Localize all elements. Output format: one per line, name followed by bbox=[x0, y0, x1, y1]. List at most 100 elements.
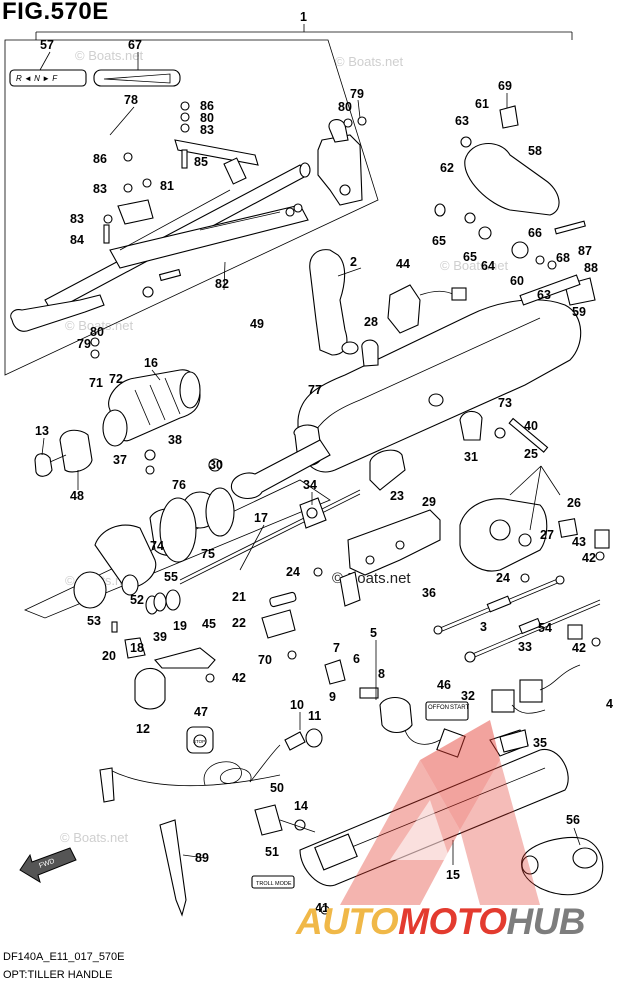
callout-17: 17 bbox=[254, 511, 268, 525]
callout-2: 2 bbox=[350, 255, 357, 269]
callout-42: 42 bbox=[232, 671, 246, 685]
callout-43: 43 bbox=[572, 535, 586, 549]
callout-73: 73 bbox=[498, 396, 512, 410]
assembly-bracket-1 bbox=[35, 24, 573, 40]
misc-fasteners bbox=[361, 339, 549, 453]
callout-49: 49 bbox=[250, 317, 264, 331]
callout-24: 24 bbox=[286, 565, 300, 579]
footer-model-code: DF140A_E11_017_570E bbox=[3, 951, 125, 963]
throttle-cam-assembly bbox=[459, 498, 610, 572]
callout-23: 23 bbox=[390, 489, 404, 503]
lower-small-parts bbox=[111, 551, 605, 915]
callout-35: 35 bbox=[533, 736, 547, 750]
callout-79: 79 bbox=[77, 337, 91, 351]
callout-80: 80 bbox=[200, 111, 214, 125]
watermark: © Boats.net bbox=[440, 258, 509, 273]
callout-83: 83 bbox=[200, 123, 214, 137]
callout-76: 76 bbox=[172, 478, 186, 492]
figure-title: FIG.570E bbox=[2, 0, 109, 25]
callout-81: 81 bbox=[160, 179, 174, 193]
label-start: START bbox=[450, 705, 469, 711]
control-bracket bbox=[339, 509, 441, 607]
callout-27: 27 bbox=[540, 528, 554, 542]
callout-1: 1 bbox=[300, 10, 307, 24]
callout-25: 25 bbox=[524, 447, 538, 461]
troll-switch: TROLL MODE bbox=[251, 804, 316, 889]
fwd-arrow: FWD bbox=[19, 847, 77, 884]
callout-63: 63 bbox=[537, 288, 551, 302]
callout-38: 38 bbox=[168, 433, 182, 447]
callout-39: 39 bbox=[153, 630, 167, 644]
callout-86: 86 bbox=[93, 152, 107, 166]
throttle-grip bbox=[102, 369, 201, 447]
control-cables bbox=[433, 575, 601, 663]
callout-58: 58 bbox=[528, 144, 542, 158]
callout-33: 33 bbox=[518, 640, 532, 654]
callout-89: 89 bbox=[195, 851, 209, 865]
callout-10: 10 bbox=[290, 698, 304, 712]
shift-link-rod bbox=[10, 139, 259, 332]
callout-6: 6 bbox=[353, 652, 360, 666]
warning-switch bbox=[387, 284, 467, 334]
shift-bracket bbox=[317, 119, 363, 206]
ignition-switch bbox=[324, 659, 466, 758]
shift-lever bbox=[309, 249, 359, 356]
callout-28: 28 bbox=[364, 315, 378, 329]
callout-74: 74 bbox=[150, 539, 164, 553]
wire-harness bbox=[491, 664, 581, 714]
callout-87: 87 bbox=[578, 244, 592, 258]
callout-80: 80 bbox=[338, 100, 352, 114]
callout-55: 55 bbox=[164, 570, 178, 584]
callout-83: 83 bbox=[70, 212, 84, 226]
callout-65: 65 bbox=[432, 234, 446, 248]
watermark: © Boats.net bbox=[65, 318, 134, 333]
callout-22: 22 bbox=[232, 616, 246, 630]
callout-63: 63 bbox=[455, 114, 469, 128]
callout-65: 65 bbox=[463, 250, 477, 264]
watermark: © Boats.net bbox=[75, 48, 144, 63]
callout-42: 42 bbox=[582, 551, 596, 565]
callout-4: 4 bbox=[606, 697, 613, 711]
callout-64: 64 bbox=[481, 259, 495, 273]
grip-end-cap bbox=[34, 429, 93, 477]
callout-18: 18 bbox=[130, 641, 144, 655]
callout-47: 47 bbox=[194, 705, 208, 719]
seal-rings bbox=[121, 487, 235, 615]
callout-5: 5 bbox=[370, 626, 377, 640]
callout-85: 85 bbox=[194, 155, 208, 169]
callout-15: 15 bbox=[446, 868, 460, 882]
callout-12: 12 bbox=[136, 722, 150, 736]
callout-56: 56 bbox=[566, 813, 580, 827]
callout-40: 40 bbox=[524, 419, 538, 433]
callout-30: 30 bbox=[209, 458, 223, 472]
sub-assembly-box bbox=[4, 39, 379, 376]
callout-57: 57 bbox=[40, 38, 54, 52]
callout-53: 53 bbox=[87, 614, 101, 628]
callout-75: 75 bbox=[201, 547, 215, 561]
decal-text: R ◄ N ► F bbox=[16, 74, 58, 83]
callout-54: 54 bbox=[538, 621, 552, 635]
shift-indicator-decal: R ◄ N ► F bbox=[9, 69, 87, 87]
small-hardware bbox=[90, 101, 367, 359]
brand-part-auto: AUTO bbox=[296, 901, 399, 942]
brand-part-hub: HUB bbox=[506, 901, 586, 942]
callout-42: 42 bbox=[572, 641, 586, 655]
callout-16: 16 bbox=[144, 356, 158, 370]
tilt-friction-parts bbox=[434, 105, 596, 306]
watermark: © Boats.net bbox=[60, 830, 129, 845]
callout-61: 61 bbox=[475, 97, 489, 111]
leader-lines bbox=[39, 51, 581, 865]
callout-79: 79 bbox=[350, 87, 364, 101]
callout-69: 69 bbox=[498, 79, 512, 93]
callout-66: 66 bbox=[528, 226, 542, 240]
emergency-lanyard bbox=[99, 728, 323, 803]
callout-44: 44 bbox=[396, 257, 410, 271]
stop-plate-text: STOP bbox=[193, 739, 205, 744]
callout-60: 60 bbox=[510, 274, 524, 288]
callout-72: 72 bbox=[109, 372, 123, 386]
troll-mode-text: TROLL MODE bbox=[256, 881, 292, 887]
callout-84: 84 bbox=[70, 233, 84, 247]
callout-46: 46 bbox=[437, 678, 451, 692]
brand-part-moto: MOTO bbox=[398, 901, 507, 942]
callout-80: 80 bbox=[90, 325, 104, 339]
